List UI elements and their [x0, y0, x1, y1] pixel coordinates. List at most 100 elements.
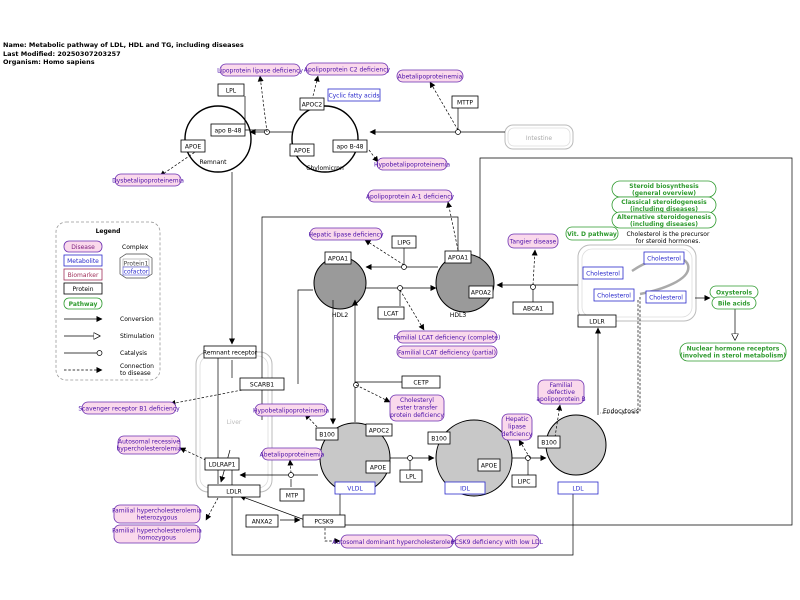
disease-hypobeta-mid[interactable]	[254, 403, 328, 417]
disease-cetp-deficiency[interactable]	[389, 394, 445, 422]
remnant-receptor-node[interactable]	[203, 345, 257, 359]
legend-biomarker-label: Biomarker	[68, 272, 99, 279]
endocytosis-note: Endocytosis	[603, 408, 639, 415]
disease-cetp-deficiency-line3: protein deficiency	[390, 412, 444, 419]
cholesterol-3-node[interactable]	[593, 288, 635, 302]
b100-ldl-label: B100	[541, 440, 557, 447]
disease-dysbetalipoproteinemia[interactable]	[114, 173, 182, 187]
scarb1-label: SCARB1	[250, 382, 274, 389]
ldlr-liver-node[interactable]	[207, 484, 261, 498]
legend-protein-swatch	[63, 282, 103, 295]
legend-connection-label-1: Connection	[120, 363, 154, 370]
lipg-node[interactable]	[391, 235, 417, 249]
cholesterol-3-label: Cholesterol	[597, 293, 631, 300]
pathway-alternative-line2: (including diseases)	[630, 221, 698, 228]
apoe-idl-node[interactable]	[477, 458, 501, 472]
abca1-node[interactable]	[512, 301, 554, 315]
scarb1-node[interactable]	[239, 377, 285, 391]
ldlrap1-node[interactable]	[204, 457, 240, 471]
disease-fh-hom-line1: Familial hypercholesterolemia	[112, 528, 202, 535]
disease-apoa1-deficiency[interactable]	[367, 189, 453, 203]
ldl-label: LDL	[572, 486, 584, 493]
disease-hypobeta-top-label: Hypobetalipoproteinemia	[374, 162, 450, 169]
disease-flcat-partial[interactable]	[396, 345, 498, 359]
lcat-node[interactable]	[377, 306, 405, 320]
cholesterol-2-node[interactable]	[643, 251, 685, 265]
lcat-label: LCAT	[384, 311, 399, 318]
disease-apoc2-deficiency[interactable]	[305, 62, 389, 76]
cetp-node[interactable]	[401, 375, 441, 389]
lipc-node[interactable]	[511, 474, 537, 488]
disease-familial-defective-apob[interactable]	[537, 379, 585, 405]
apoe-remnant-node[interactable]	[180, 139, 206, 153]
protein-boxes: LPL apo B-48 APOE APOC2 APOE apo B-48 MT…	[180, 83, 617, 528]
disease-autosomal-recessive-hc[interactable]	[117, 435, 181, 455]
apob48-chylo-node[interactable]	[332, 139, 368, 153]
disease-cetp-deficiency-line2: ester transfer	[397, 405, 438, 412]
ldlr-right-node[interactable]	[577, 314, 617, 328]
apob48-chylo-label: apo B-48	[337, 144, 364, 151]
pcsk9-node[interactable]	[302, 514, 346, 528]
intestine-compartment: Intestine	[504, 124, 574, 150]
cetp-label: CETP	[413, 380, 429, 387]
apoa1-hdl3-node[interactable]	[444, 250, 472, 264]
pathway-steroid-bio-line2: (general overview)	[632, 190, 696, 197]
apob48-remnant-node[interactable]	[210, 123, 246, 137]
mtp-node[interactable]	[279, 488, 305, 502]
disease-hepatic-lipase-2[interactable]	[501, 413, 533, 441]
disease-scavenger-receptor[interactable]	[81, 401, 177, 415]
legend-pathway-swatch	[63, 297, 103, 310]
disease-abetalipoproteinemia-top[interactable]	[396, 69, 464, 83]
disease-tangier[interactable]	[507, 233, 559, 249]
pathway-bile-acids[interactable]	[711, 296, 757, 310]
disease-hl-line3: deficiency	[502, 431, 533, 438]
disease-dysbetalipoproteinemia-label: Dysbetalipoproteinemia	[112, 178, 184, 185]
hdl3-label: HDL3	[450, 312, 466, 319]
b100-vldl-node[interactable]	[315, 427, 339, 441]
disease-hepatic-lipase-deficiency[interactable]	[309, 227, 383, 241]
ldl-node[interactable]	[557, 481, 599, 495]
disease-arh-line2: hypercholesterolemia	[116, 446, 181, 453]
disease-fh-homozygous[interactable]	[113, 524, 201, 544]
pathway-nuclear-hormone-receptors[interactable]	[679, 342, 787, 362]
apoc2-chylo-node[interactable]	[299, 97, 325, 111]
apoe-vldl-node[interactable]	[365, 460, 391, 474]
disease-abetalipoproteinemia-mid[interactable]	[261, 447, 323, 461]
lpl2-node[interactable]	[399, 469, 423, 483]
apoa2-node[interactable]	[468, 285, 494, 299]
legend-title: Legend	[96, 228, 121, 235]
legend-metabolite-swatch	[63, 254, 103, 267]
apoe-chylo-node[interactable]	[289, 143, 315, 157]
pathway-alternative-steroidogenesis[interactable]	[611, 211, 717, 229]
idl-node[interactable]	[444, 481, 486, 495]
lpl-node[interactable]	[217, 83, 245, 97]
cholesterol-4-node[interactable]	[645, 290, 687, 304]
disease-flcat-complete[interactable]	[396, 330, 498, 344]
pathway-nodes: Steroid biosynthesis (general overview) …	[565, 180, 787, 362]
legend-catalysis-label: Catalysis	[120, 350, 147, 357]
disease-hypobeta-top[interactable]	[376, 157, 448, 171]
apoa1-hdl2-node[interactable]	[324, 251, 352, 265]
last-modified: Last Modified: 20250307203257	[3, 49, 121, 58]
pathway-vitd[interactable]	[565, 226, 619, 241]
disease-fh-heterozygous[interactable]	[113, 504, 201, 524]
b100-ldl-node[interactable]	[537, 435, 561, 449]
vldl-node[interactable]	[334, 481, 376, 495]
cyclic-fatty-acids-node[interactable]	[327, 88, 381, 102]
cholesterol-1-label: Cholesterol	[586, 271, 620, 278]
apoe-vldl-label: APOE	[370, 465, 386, 472]
mttp-node[interactable]	[451, 95, 479, 109]
disease-pcsk9-deficiency[interactable]	[454, 534, 540, 549]
disease-lpl-deficiency[interactable]	[219, 63, 301, 77]
remnant-label: Remnant	[199, 159, 227, 166]
cholesterol-1-node[interactable]	[582, 266, 624, 280]
anxa2-node[interactable]	[245, 514, 279, 528]
legend-protein1-label: Protein1	[124, 261, 149, 268]
pathway-oxysterols-label: Oxysterols	[716, 290, 753, 297]
b100-idl-node[interactable]	[427, 431, 451, 445]
disease-nodes: Lipoprotein lipase deficiency Apolipopro…	[78, 62, 586, 549]
disease-autosomal-dominant-hc[interactable]	[340, 534, 454, 549]
apoa2-label: APOA2	[471, 290, 491, 297]
apoc2-vldl-node[interactable]	[365, 423, 393, 437]
